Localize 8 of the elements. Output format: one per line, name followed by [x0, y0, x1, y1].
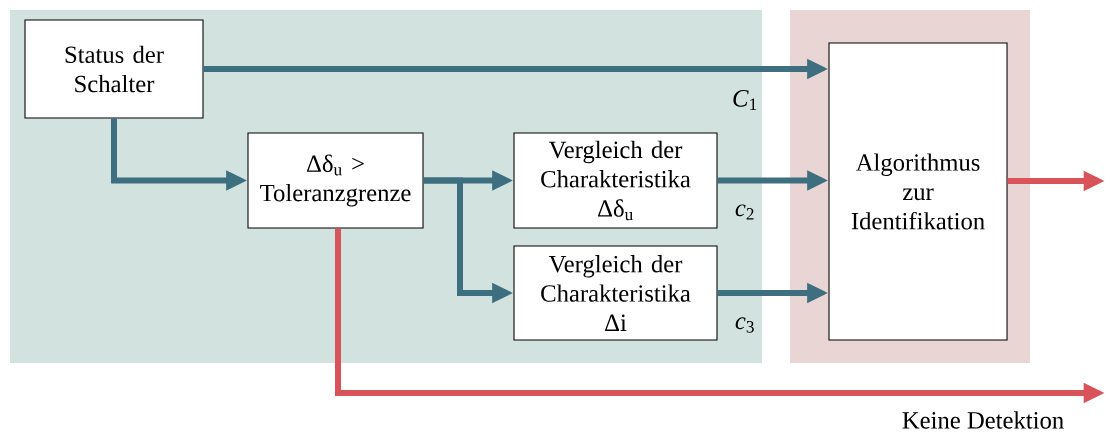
edge-label: c$_{2}$ — [733, 203, 757, 221]
process-box: Vergleich der Charakteristika Δδ$_{u}$ — [513, 132, 718, 229]
process-box: Vergleich der Charakteristika Δi — [513, 245, 718, 341]
process-box: Algorithmus zur Identifikation — [828, 42, 1008, 341]
process-box: Δδ$_{u}$ > Toleranzgrenze — [247, 132, 424, 229]
edge-label: Keine Detektion — [900, 410, 1066, 430]
edge-label: c$_{3}$ — [733, 316, 757, 334]
process-box: Status der Schalter — [24, 19, 204, 119]
